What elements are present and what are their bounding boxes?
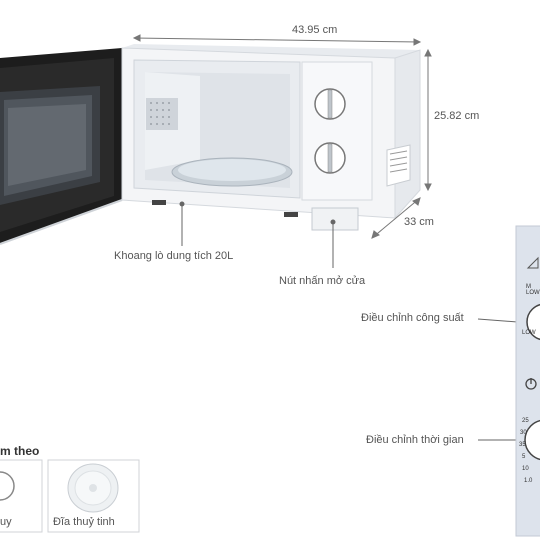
dimension-lines bbox=[132, 34, 432, 239]
height-dimension: 25.82 cm bbox=[434, 110, 480, 122]
panel-mark-1: 1.0 bbox=[524, 478, 533, 484]
timer-control-callout: Điều chỉnh thời gian bbox=[366, 434, 464, 446]
accessories-heading: m theo bbox=[0, 444, 40, 458]
panel-mark-low: LOW bbox=[522, 330, 536, 336]
power-control-callout: Điều chỉnh công suất bbox=[361, 312, 464, 324]
accessory-frames bbox=[0, 459, 140, 533]
open-door bbox=[0, 48, 123, 245]
panel-mark-m-low: M LOW bbox=[526, 284, 540, 296]
door-button-callout: Nút nhấn mở cửa bbox=[279, 275, 366, 287]
microwave-body bbox=[121, 44, 421, 231]
panel-closeup bbox=[515, 225, 540, 537]
panel-mark-10: 10 bbox=[522, 466, 529, 472]
width-dimension: 43.95 cm bbox=[292, 24, 338, 36]
cavity-callout: Khoang lò dung tích 20L bbox=[114, 250, 234, 262]
panel-mark-30: 30 bbox=[520, 430, 527, 436]
accessory-1-label: uy bbox=[0, 516, 12, 528]
accessory-2-label: Đĩa thuỷ tinh bbox=[53, 516, 115, 528]
depth-dimension: 33 cm bbox=[404, 216, 434, 228]
panel-mark-25: 25 bbox=[522, 418, 529, 424]
panel-mark-35: 35 bbox=[519, 442, 526, 448]
callout-leaders bbox=[179, 201, 533, 443]
panel-mark-5: 5 bbox=[522, 454, 526, 460]
